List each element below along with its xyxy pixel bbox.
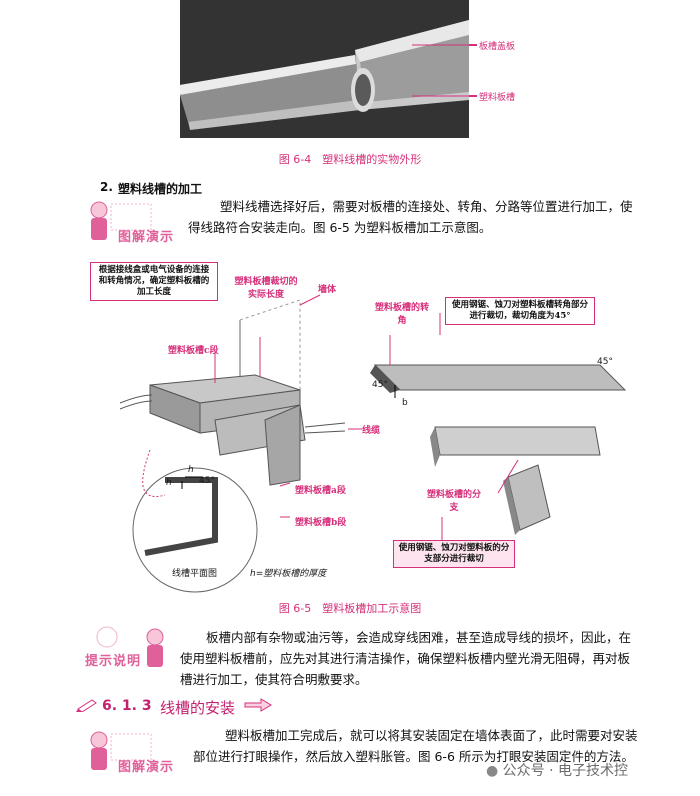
section-number: 6. 1. 3 bbox=[102, 698, 152, 714]
leader-line bbox=[469, 95, 477, 97]
section-title: 塑料线槽的加工 bbox=[118, 182, 203, 196]
trunking-processing-diagram bbox=[119, 294, 627, 593]
label-segment-a: 塑料板槽a段 bbox=[295, 486, 346, 496]
label-h-side: h bbox=[166, 478, 172, 488]
label-cut-length: 塑料板槽裁切的实际长度 bbox=[234, 277, 298, 300]
label-segment-c: 塑料板槽c段 bbox=[168, 346, 219, 356]
label-wire: 线缆 bbox=[362, 426, 381, 436]
watermark: ● 公众号 · 电子技术控 bbox=[486, 760, 628, 780]
label-wall: 墙体 bbox=[318, 285, 337, 295]
label-branch: 塑料板槽的分支 bbox=[426, 490, 481, 513]
badge-text: 提示说明 bbox=[85, 654, 142, 669]
badge-text: 图解演示 bbox=[118, 760, 175, 775]
label-45-left: 45° bbox=[372, 380, 388, 390]
label-body: 塑料板槽 bbox=[479, 93, 516, 103]
note-box: 使用钢锯、蚀刀对塑料板的分支部分进行裁切 bbox=[393, 540, 515, 568]
label-segment-b: 塑料板槽b段 bbox=[295, 518, 347, 528]
label-cover: 板槽盖板 bbox=[479, 42, 516, 52]
section-title: 线槽的安装 bbox=[160, 699, 236, 717]
tip-badge: 提示说明 bbox=[85, 625, 180, 675]
wechat-icon: ● bbox=[486, 763, 499, 779]
label-b: b bbox=[402, 398, 408, 408]
watermark-text: 公众号 · 电子技术控 bbox=[502, 763, 629, 779]
illustration-badge: 图解演示 bbox=[85, 198, 180, 248]
note-box: 使用钢锯、蚀刀对塑料板槽转角部分进行裁切，裁切角度为45° bbox=[445, 297, 595, 325]
label-plan-view: 线槽平面图 bbox=[172, 569, 218, 579]
trunking-photo bbox=[180, 0, 469, 138]
label-45-plan: 45° bbox=[199, 476, 215, 486]
leader-line bbox=[469, 44, 477, 46]
label-h-definition: h=塑料板槽的厚度 bbox=[250, 569, 327, 579]
note-box: 根据接线盒或电气设备的连接和转角情况，确定塑料板槽的加工长度 bbox=[90, 262, 218, 301]
cartoon-figure-icon bbox=[90, 731, 152, 770]
cartoon-figure-icon bbox=[90, 201, 152, 240]
figure-caption: 图 6-5 塑料板槽加工示意图 bbox=[278, 602, 422, 615]
label-h-top: h bbox=[188, 465, 194, 475]
figure-caption: 图 6-4 塑料线槽的实物外形 bbox=[278, 153, 422, 166]
cartoon-figure-icon bbox=[96, 626, 164, 667]
paragraph: 塑料线槽选择好后，需要对板槽的连接处、转角、分路等位置进行加工，使得线路符合安装… bbox=[188, 199, 633, 235]
section-number: 2. bbox=[100, 180, 113, 194]
badge-text: 图解演示 bbox=[118, 230, 175, 245]
paragraph: 板槽内部有杂物或油污等，会造成穿线困难，甚至造成导线的损坏，因此，在使用塑料板槽… bbox=[180, 630, 632, 687]
pencil-icon bbox=[76, 697, 98, 716]
label-45-right: 45° bbox=[597, 357, 613, 367]
label-corner: 塑料板槽的转角 bbox=[374, 303, 429, 326]
paragraph: 塑料板槽加工完成后，就可以将其安装固定在墙体表面了，此时需要对安装部位进行打眼操… bbox=[193, 728, 638, 764]
hand-icon bbox=[243, 695, 273, 719]
illustration-badge: 图解演示 bbox=[85, 728, 180, 778]
